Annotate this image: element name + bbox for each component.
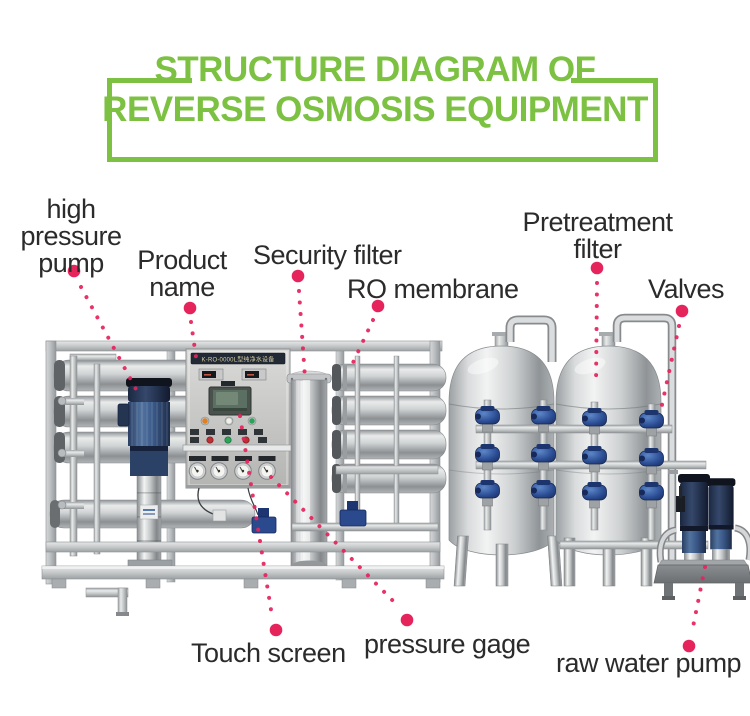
label-line: Valves (648, 274, 725, 304)
label-line: raw water pump (556, 648, 742, 678)
product-name-plate-figure: K-RO-0000L型纯净水设备 (190, 352, 286, 365)
pressure-gauges-figure (188, 456, 276, 480)
pretreatment-tanks-figure (448, 313, 709, 587)
skid-bottom-figure (41, 487, 445, 616)
callout-line-high-pressure-pump (67, 264, 139, 393)
label-product-name: Product name (120, 247, 244, 301)
label-ro-membrane: RO membrane (347, 276, 519, 303)
page-title: STRUCTURE DIAGRAM OF REVERSE OSMOSIS EQU… (0, 50, 750, 130)
title-frame-right (653, 78, 658, 162)
label-high-pressure-pump: high pressure pump (6, 196, 136, 277)
callout-line-pressure-gage (269, 475, 414, 627)
title-line-1: STRUCTURE DIAGRAM OF (154, 50, 596, 89)
label-security-filter: Security filter (253, 242, 402, 269)
security-filter-figure (286, 370, 332, 572)
title-line-2: REVERSE OSMOSIS EQUIPMENT (102, 90, 648, 129)
label-pretreatment-filter: Pretreatment filter (515, 209, 680, 263)
label-line: high (46, 194, 96, 224)
panel-banner-text: K-RO-0000L型纯净水设备 (202, 356, 275, 364)
title-frame-top-left (107, 78, 192, 83)
callout-line-product-name (183, 301, 198, 359)
callout-line-valves (658, 304, 689, 416)
label-line: RO membrane (347, 274, 519, 304)
callout-line-raw-water-pump (682, 565, 707, 653)
label-line: Product (137, 245, 227, 275)
title-frame-left (107, 78, 112, 162)
callout-line-security-filter (291, 269, 307, 380)
ro-membranes-figure (331, 355, 447, 527)
title-frame-bottom (107, 157, 658, 162)
label-line: pump (38, 248, 104, 278)
callout-trails (67, 261, 707, 653)
label-line: Touch screen (191, 638, 346, 668)
label-line: pressure (20, 221, 122, 251)
callout-line-ro-membrane (348, 299, 385, 371)
label-raw-water-pump: raw water pump (556, 648, 742, 678)
touch-screen-figure (208, 386, 252, 416)
label-line: Security filter (253, 240, 402, 270)
label-line: pressure gage (364, 629, 531, 659)
skid-piping-left-figure (57, 353, 117, 557)
title-frame-top-right (571, 78, 658, 83)
label-line: filter (573, 234, 622, 264)
label-line: Pretreatment (522, 207, 673, 237)
control-panel-figure: K-RO-0000L型纯净水设备 (182, 348, 294, 489)
label-pressure-gage: pressure gage (364, 629, 531, 659)
label-touch-screen: Touch screen (191, 640, 346, 667)
indicator-lights-figure (200, 416, 257, 426)
label-line: name (149, 272, 215, 302)
callout-line-touch-screen (238, 414, 283, 637)
callout-line-pretreatment-filter (590, 261, 604, 386)
label-valves: Valves (648, 274, 725, 304)
